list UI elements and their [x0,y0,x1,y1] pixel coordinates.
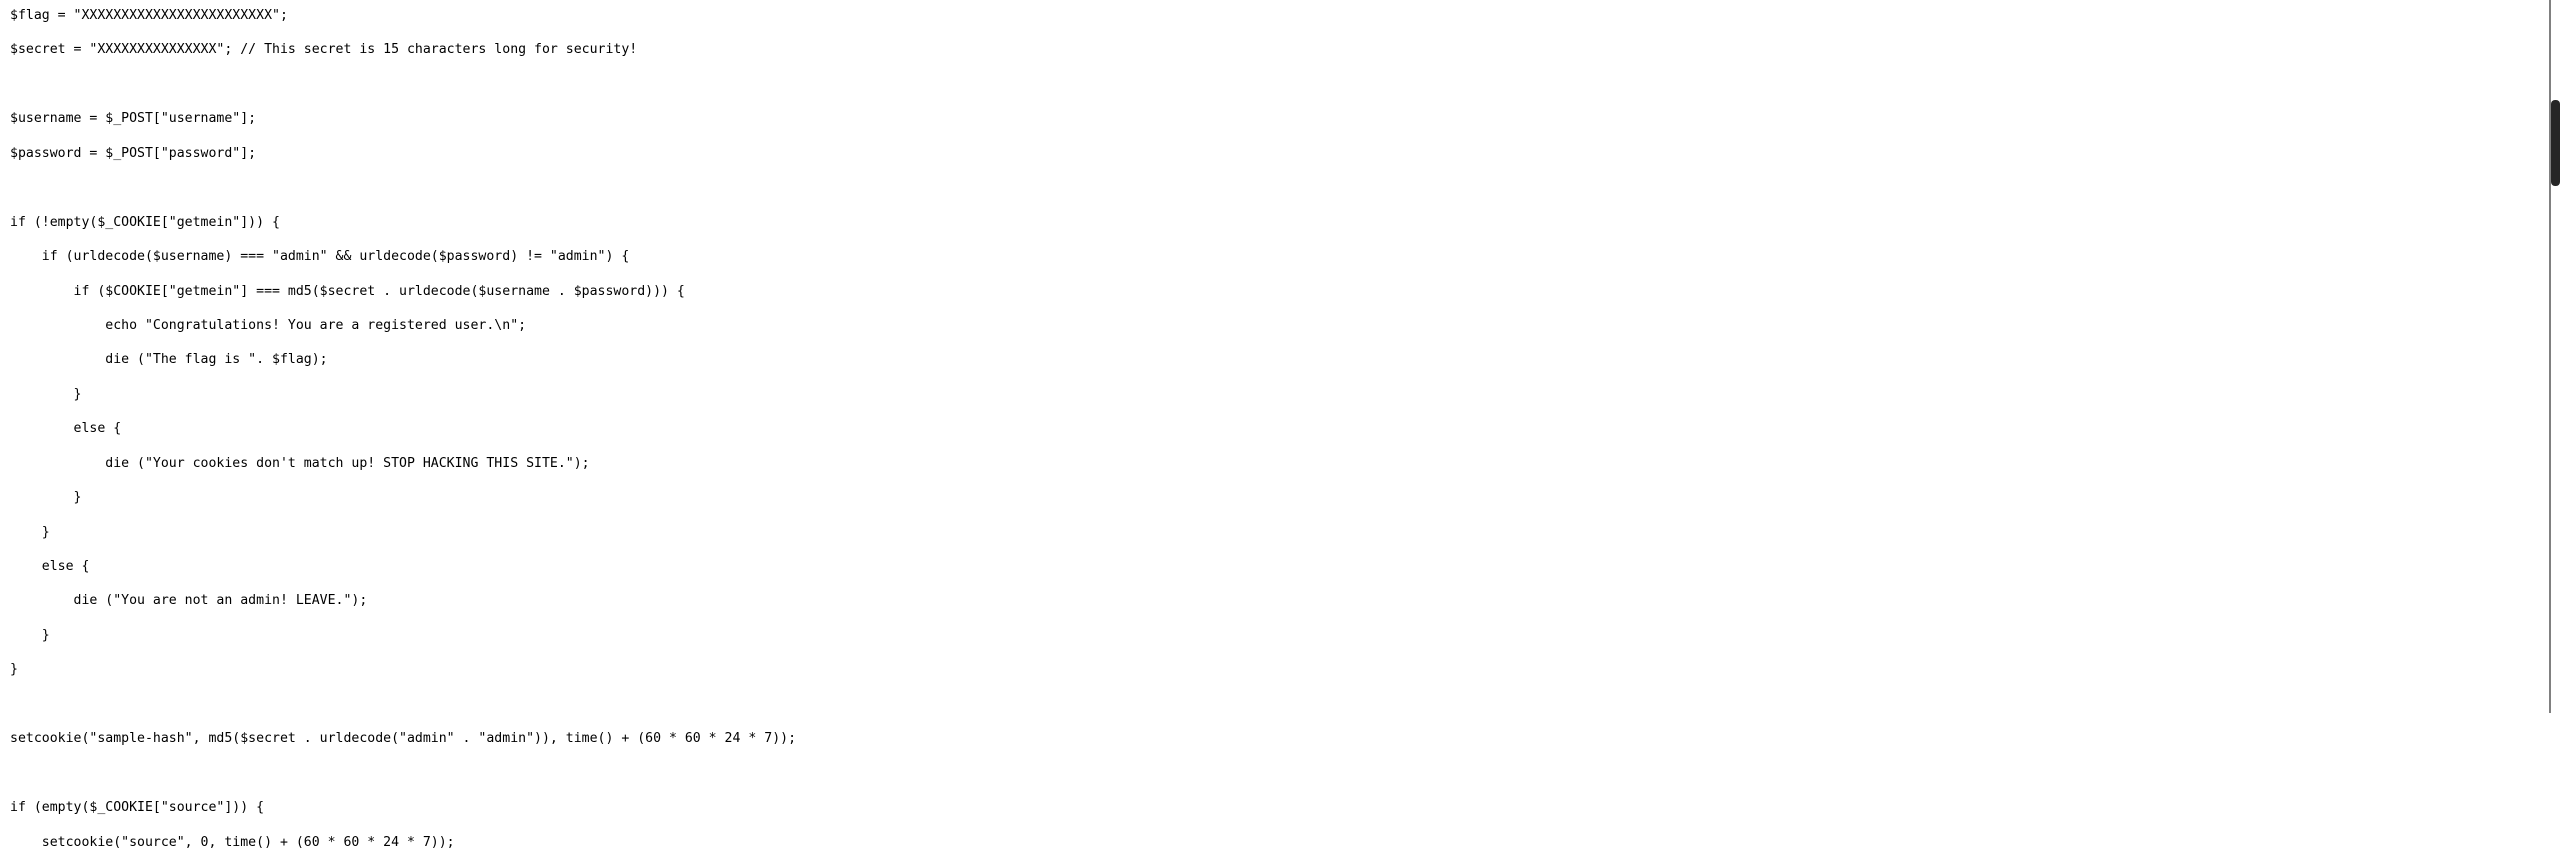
code-line: if (empty($_COOKIE["source"])) { [10,800,265,816]
code-line: setcookie("source", 0, time() + (60 * 60… [10,834,455,850]
code-line: if (!empty($_COOKIE["getmein"])) { [10,214,280,230]
code-line [10,179,2540,196]
scrollbar-track-rule [2549,0,2551,713]
code-line: if (urldecode($username) === "admin" && … [10,249,630,265]
code-line: } [10,662,18,678]
code-line: } [10,627,50,643]
vertical-scrollbar[interactable] [2543,0,2560,713]
code-line: if ($COOKIE["getmein"] === md5($secret .… [10,283,685,299]
code-line [10,696,2540,713]
code-line: $username = $_POST["username"]; [10,111,257,127]
code-line: die ("You are not an admin! LEAVE."); [10,593,368,609]
source-view-page: $flag = "XXXXXXXXXXXXXXXXXXXXXXXX"; $sec… [10,0,2560,850]
code-line: die ("Your cookies don't match up! STOP … [10,455,590,471]
code-line: else { [10,559,90,574]
code-line: $flag = "XXXXXXXXXXXXXXXXXXXXXXXX"; [10,8,288,23]
code-line: setcookie("sample-hash", md5($secret . u… [10,731,797,747]
code-line: $secret = "XXXXXXXXXXXXXXX"; // This sec… [10,42,638,58]
scrollbar-thumb[interactable] [2551,100,2560,186]
code-line: } [10,386,82,402]
code-line: die ("The flag is ". $flag); [10,352,328,368]
code-line: $password = $_POST["password"]; [10,145,257,161]
code-line [10,765,2540,782]
code-line: } [10,524,50,540]
code-line [10,76,2540,93]
code-line: echo "Congratulations! You are a registe… [10,317,527,333]
code-line: } [10,490,82,506]
code-line: else { [10,421,122,437]
